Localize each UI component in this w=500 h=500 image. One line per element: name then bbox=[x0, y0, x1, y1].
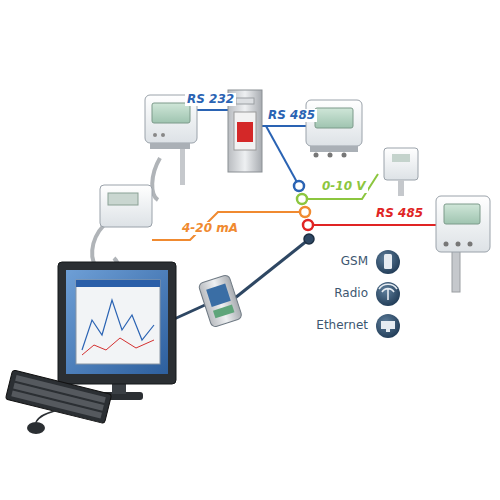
signal-label: RS 485 bbox=[266, 109, 317, 122]
signal-label: 4-20 mA bbox=[180, 222, 240, 235]
channel-label: Radio bbox=[332, 287, 370, 300]
channel-label: Ethernet bbox=[314, 319, 370, 332]
signal-label: RS 232 bbox=[185, 93, 236, 106]
signal-label: RS 485 bbox=[374, 207, 425, 220]
channel-label: GSM bbox=[339, 255, 370, 268]
signal-label: 0-10 V bbox=[320, 180, 368, 193]
